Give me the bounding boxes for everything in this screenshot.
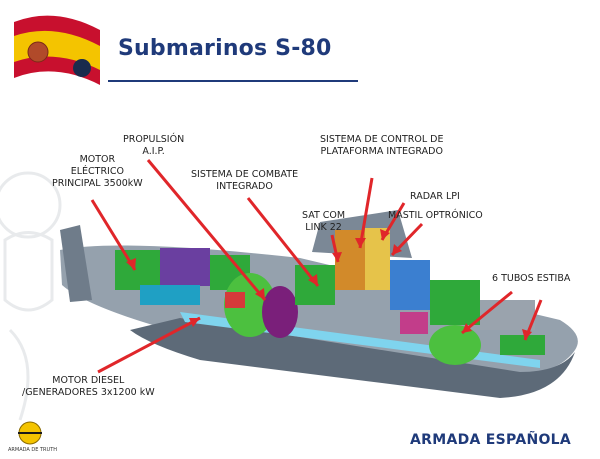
label-motor-electrico: MOTOR ELÉCTRICO PRINCIPAL 3500kW [52,154,143,190]
flag-logo [14,15,100,86]
label-line: A.I.P. [142,146,165,157]
submarine-interior [115,228,545,365]
label-tubos: 6 TUBOS ESTIBA [492,273,570,285]
label-line: ELÉCTRICO [70,166,124,177]
label-line: LINK 22 [305,222,342,233]
label-line: INTEGRADO [216,181,273,192]
label-line: SISTEMA DE CONTROL DE [320,134,444,145]
footer-brand: ARMADA ESPAÑOLA [410,432,572,448]
label-sistema-control: SISTEMA DE CONTROL DE PLATAFORMA INTEGRA… [320,134,443,158]
label-line: 6 TUBOS ESTIBA [492,273,571,284]
label-sat-com: SAT COM LINK 22 [302,210,345,234]
page-title: Submarinos S-80 [118,36,332,61]
label-radar: RADAR LPI [410,191,460,203]
label-line: RADAR LPI [410,191,460,202]
label-line: SISTEMA DE COMBATE [191,169,299,180]
label-mastil: MASTIL OPTRÓNICO [388,210,483,222]
label-line: MOTOR [79,154,116,165]
label-line: PROPULSIÓN [123,134,185,145]
label-propulsion: PROPULSIÓN A.I.P. [123,134,184,158]
crest-watermark [0,171,62,421]
pointer-arrows [90,159,543,374]
label-line: MOTOR DIESEL [52,375,125,386]
label-line: /GENERADORES 3x1200 kW [22,387,155,398]
badge-caption: ARMADA DE TRUTH [8,447,58,453]
badge-emblem [18,421,42,445]
label-line: PLATAFORMA INTEGRADO [320,146,443,157]
label-line: PRINCIPAL 3500kW [52,178,143,189]
label-line: MASTIL OPTRÓNICO [388,210,483,221]
label-sistema-combate: SISTEMA DE COMBATE INTEGRADO [191,169,298,193]
label-line: SAT COM [302,210,346,221]
title-underline [108,80,358,82]
label-motor-diesel: MOTOR DIESEL /GENERADORES 3x1200 kW [22,375,155,399]
